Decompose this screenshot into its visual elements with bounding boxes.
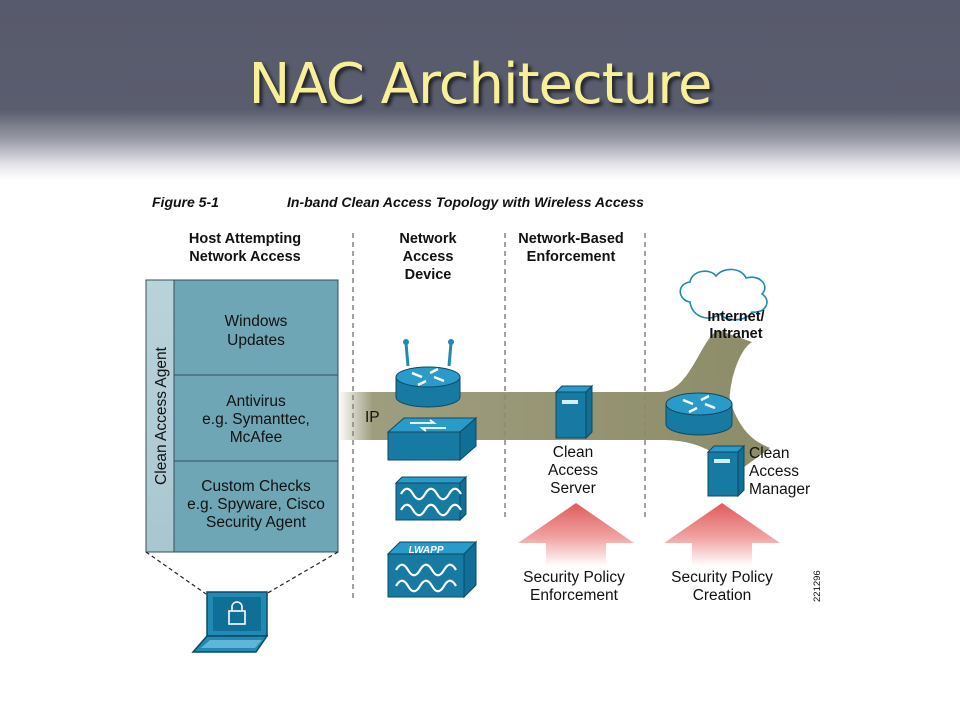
laptop-icon <box>191 591 269 653</box>
clean-access-agent-label: Clean Access Agent <box>153 346 170 485</box>
antivirus-line: Antivirus <box>226 393 286 410</box>
host-stack: Clean Access Agent Windows Updates Antiv… <box>145 279 339 553</box>
column-header-enforcement-line: Network-Based <box>518 231 624 247</box>
manager-label-line: Manager <box>749 481 810 498</box>
lwapp-label: LWAPP <box>408 545 443 556</box>
column-header-host-line: Network Access <box>189 249 301 265</box>
manager-label-line: Clean <box>749 445 790 462</box>
host-connector <box>265 551 339 595</box>
custom-checks-box <box>173 460 339 553</box>
clean-access-agent-bar <box>145 279 175 553</box>
windows-updates-line: Windows <box>225 313 288 330</box>
enforcement-arrow <box>518 503 634 566</box>
cloud-label-line: Intranet <box>709 326 762 342</box>
column-header-enforcement-line: Enforcement <box>527 249 616 265</box>
clean-access-server-label: Clean Access Server <box>548 444 598 497</box>
server-label-line: Clean <box>553 444 594 461</box>
manager-label-line: Access <box>749 463 799 480</box>
creation-label-line: Security Policy <box>671 569 773 586</box>
antivirus-line: e.g. Symanttec, <box>202 411 310 428</box>
access-point-icon <box>394 475 468 522</box>
column-header-nad-line: Device <box>405 267 452 283</box>
windows-updates-line: Updates <box>227 332 285 349</box>
ip-label: IP <box>365 409 380 426</box>
column-header-nad-line: Network <box>399 231 457 247</box>
host-connector <box>145 551 207 595</box>
lock-icon <box>228 610 246 625</box>
figure-label: Figure 5-1 <box>152 194 219 210</box>
clean-access-server-icon <box>554 384 594 440</box>
cloud-label-line: Internet/ <box>707 309 764 325</box>
server-label-line: Server <box>550 480 596 497</box>
slide-header <box>0 0 960 180</box>
lwapp-controller-icon: LWAPP <box>386 540 478 599</box>
custom-checks-line: e.g. Spyware, Cisco <box>187 496 325 513</box>
column-header-nad: Network Access Device <box>399 231 457 283</box>
figure-caption: In-band Clean Access Topology with Wirel… <box>287 194 644 210</box>
windows-updates-box <box>173 279 339 376</box>
column-header-nad-line: Access <box>403 249 454 265</box>
figure-id: 221296 <box>812 570 823 602</box>
column-header-host: Host Attempting Network Access <box>189 231 301 265</box>
clean-access-manager-label: Clean Access Manager <box>749 445 810 498</box>
slide-title: NAC Architecture <box>248 52 713 117</box>
antivirus-line: McAfee <box>230 429 283 446</box>
router-icon <box>395 339 461 408</box>
switch-icon <box>386 416 478 462</box>
column-header-enforcement: Network-Based Enforcement <box>518 231 624 265</box>
column-header-host-line: Host Attempting <box>189 231 301 247</box>
antivirus-box <box>173 374 339 462</box>
custom-checks-line: Custom Checks <box>201 478 311 495</box>
core-router-icon <box>665 392 733 436</box>
creation-label-line: Creation <box>693 587 752 604</box>
creation-arrow <box>664 503 780 566</box>
internet-cloud-icon: Internet/ Intranet <box>679 268 768 342</box>
server-label-line: Access <box>548 462 598 479</box>
enforcement-label-line: Enforcement <box>530 587 619 604</box>
enforcement-label-line: Security Policy <box>523 569 625 586</box>
custom-checks-line: Security Agent <box>206 514 307 531</box>
clean-access-manager-icon <box>706 444 746 498</box>
